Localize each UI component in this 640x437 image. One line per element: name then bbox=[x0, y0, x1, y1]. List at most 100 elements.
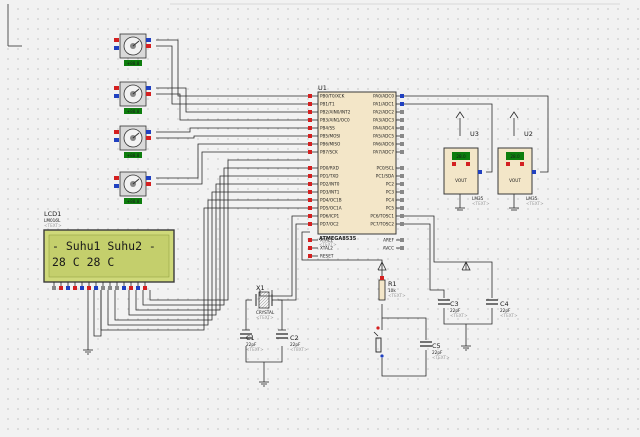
u1-pin-marker[interactable] bbox=[400, 198, 404, 202]
lcd-pin-marker[interactable] bbox=[108, 286, 112, 290]
u1-pin-marker[interactable] bbox=[400, 142, 404, 146]
u1-pin-marker[interactable] bbox=[400, 94, 404, 98]
u1-pin-label: PA1/ADC1 bbox=[373, 102, 394, 107]
r1-ref: R1 bbox=[388, 280, 397, 288]
u1-pin-marker[interactable] bbox=[400, 134, 404, 138]
u1-pin-marker[interactable] bbox=[308, 110, 312, 114]
lcd-pin-marker[interactable] bbox=[122, 286, 126, 290]
u1-left-pins: PB0/T0/XCKPB1/T1PB2/AIN0/INT2PB3/AIN1/OC… bbox=[308, 94, 351, 259]
motor-2[interactable]: +88.8 bbox=[114, 81, 151, 114]
u1-pin-marker[interactable] bbox=[308, 174, 312, 178]
u1-pin-marker[interactable] bbox=[400, 174, 404, 178]
u1-pin-marker[interactable] bbox=[308, 118, 312, 122]
microcontroller-u1[interactable]: U1 ATMEGA8535 <TEXT> PB0/T0/XCKPB1/T1PB2… bbox=[308, 84, 404, 259]
u1-pin-marker[interactable] bbox=[308, 198, 312, 202]
u1-pin-label: AVCC bbox=[383, 246, 394, 251]
u1-pin-marker[interactable] bbox=[400, 214, 404, 218]
u1-pin-marker[interactable] bbox=[400, 126, 404, 130]
u1-pin-marker[interactable] bbox=[400, 246, 404, 250]
crystal-x1[interactable]: X1 CRYSTAL <TEXT> bbox=[255, 284, 275, 320]
u1-pin-label: PB1/T1 bbox=[320, 102, 335, 107]
lcd-line-1: - Suhu1 Suhu2 - bbox=[52, 239, 156, 253]
u1-pin-marker[interactable] bbox=[308, 166, 312, 170]
c4-value: 22pF bbox=[500, 308, 511, 313]
x1-label: CRYSTAL bbox=[256, 310, 275, 315]
sensor-u3[interactable]: U3 28.0 VOUT LM35 <TEXT> bbox=[443, 130, 490, 206]
motor-4-label: +88.8 bbox=[127, 199, 140, 204]
c5-ref: C5 bbox=[432, 342, 441, 350]
u1-pin-marker[interactable] bbox=[400, 102, 404, 106]
u1-pin-label: PC5 bbox=[386, 206, 394, 211]
lcd-pin-marker[interactable] bbox=[115, 286, 119, 290]
u1-pin-marker[interactable] bbox=[400, 190, 404, 194]
lcd-pin-marker[interactable] bbox=[66, 286, 70, 290]
u1-pin-marker[interactable] bbox=[308, 206, 312, 210]
c2-ref: C2 bbox=[290, 334, 299, 342]
u1-pin-marker[interactable] bbox=[400, 110, 404, 114]
lcd-pin-marker[interactable] bbox=[143, 286, 147, 290]
u1-pin-marker[interactable] bbox=[400, 238, 404, 242]
lcd-pin-marker[interactable] bbox=[59, 286, 63, 290]
lcd-pin-marker[interactable] bbox=[73, 286, 77, 290]
u1-pin-label: PD3/INT1 bbox=[320, 190, 340, 195]
u1-pin-marker[interactable] bbox=[308, 142, 312, 146]
u1-pin-marker[interactable] bbox=[308, 214, 312, 218]
motor-4[interactable]: +88.8 bbox=[114, 171, 151, 204]
u1-pin-marker[interactable] bbox=[308, 238, 312, 242]
u1-pin-marker[interactable] bbox=[400, 118, 404, 122]
sensor-u2[interactable]: U2 28.0 VOUT LM35 <TEXT> bbox=[497, 130, 544, 206]
u1-pin-label: PC0/SCL bbox=[377, 166, 395, 171]
u1-pin-marker[interactable] bbox=[400, 150, 404, 154]
capacitor-c5[interactable]: C5 22pF <TEXT> bbox=[420, 341, 450, 360]
u1-pin-marker[interactable] bbox=[308, 126, 312, 130]
u1-pin-marker[interactable] bbox=[308, 246, 312, 250]
lcd-pin-marker[interactable] bbox=[52, 286, 56, 290]
lcd-pin-marker[interactable] bbox=[94, 286, 98, 290]
lcd-pin-marker[interactable] bbox=[129, 286, 133, 290]
u1-pin-label: PD5/OC1A bbox=[320, 206, 342, 211]
u1-pin-marker[interactable] bbox=[308, 150, 312, 154]
capacitor-c2[interactable]: C2 22pF <TEXT> bbox=[276, 333, 308, 352]
u1-pin-label: PA6/ADC6 bbox=[373, 142, 394, 147]
c3-text-placeholder: <TEXT> bbox=[450, 313, 468, 318]
u1-pin-marker[interactable] bbox=[308, 254, 312, 258]
lcd-pin-marker[interactable] bbox=[80, 286, 84, 290]
u2-display: 28.0 bbox=[510, 154, 520, 159]
motor-3[interactable]: +88.8 bbox=[114, 125, 151, 158]
resistor-r1[interactable]: R1 10k <TEXT> bbox=[378, 276, 406, 301]
lcd-module[interactable]: LCD1 LM016L <TEXT> - Suhu1 Suhu2 - 28 C … bbox=[43, 210, 175, 290]
motor-1-label: +88.8 bbox=[127, 61, 140, 66]
u1-pin-label: PD0/RXD bbox=[320, 166, 339, 171]
capacitor-c4[interactable]: C4 22pF <TEXT> bbox=[486, 299, 518, 318]
capacitor-c1[interactable]: C1 22pF <TEXT> bbox=[240, 333, 264, 352]
u2-vout: VOUT bbox=[509, 178, 521, 183]
lcd-pin-marker[interactable] bbox=[101, 286, 105, 290]
lcd-line-2: 28 C 28 C bbox=[52, 255, 114, 269]
u1-text-placeholder: <TEXT> bbox=[319, 242, 337, 247]
u1-pin-marker[interactable] bbox=[400, 222, 404, 226]
u1-pin-label: PA7/ADC7 bbox=[373, 150, 394, 155]
u1-pin-marker[interactable] bbox=[308, 102, 312, 106]
u1-pin-label: PD7/OC2 bbox=[320, 222, 339, 227]
u1-pin-label: AREF bbox=[383, 238, 394, 243]
u1-pin-label: PB7/SCK bbox=[320, 150, 338, 155]
lcd-pin-marker[interactable] bbox=[136, 286, 140, 290]
u1-right-pins: PA0/ADC0PA1/ADC1PA2/ADC2PA3/ADC3PA4/ADC4… bbox=[370, 94, 404, 251]
lcd-part: LM016L bbox=[44, 218, 61, 223]
u3-display: 28.0 bbox=[456, 154, 466, 159]
u1-pin-marker[interactable] bbox=[308, 190, 312, 194]
u1-pin-marker[interactable] bbox=[400, 166, 404, 170]
capacitor-c3[interactable]: C3 22pF <TEXT> bbox=[438, 299, 468, 318]
u1-pin-marker[interactable] bbox=[308, 182, 312, 186]
reset-button[interactable] bbox=[373, 326, 384, 358]
motor-2-label: +88.8 bbox=[127, 109, 140, 114]
lcd-pin-marker[interactable] bbox=[87, 286, 91, 290]
u1-pin-marker[interactable] bbox=[308, 94, 312, 98]
u1-pin-marker[interactable] bbox=[400, 206, 404, 210]
u1-pin-marker[interactable] bbox=[308, 134, 312, 138]
u1-pin-label: PD6/ICP1 bbox=[320, 214, 340, 219]
motor-1[interactable]: +88.8 bbox=[114, 33, 151, 66]
u1-pin-marker[interactable] bbox=[308, 222, 312, 226]
u1-pin-marker[interactable] bbox=[400, 182, 404, 186]
